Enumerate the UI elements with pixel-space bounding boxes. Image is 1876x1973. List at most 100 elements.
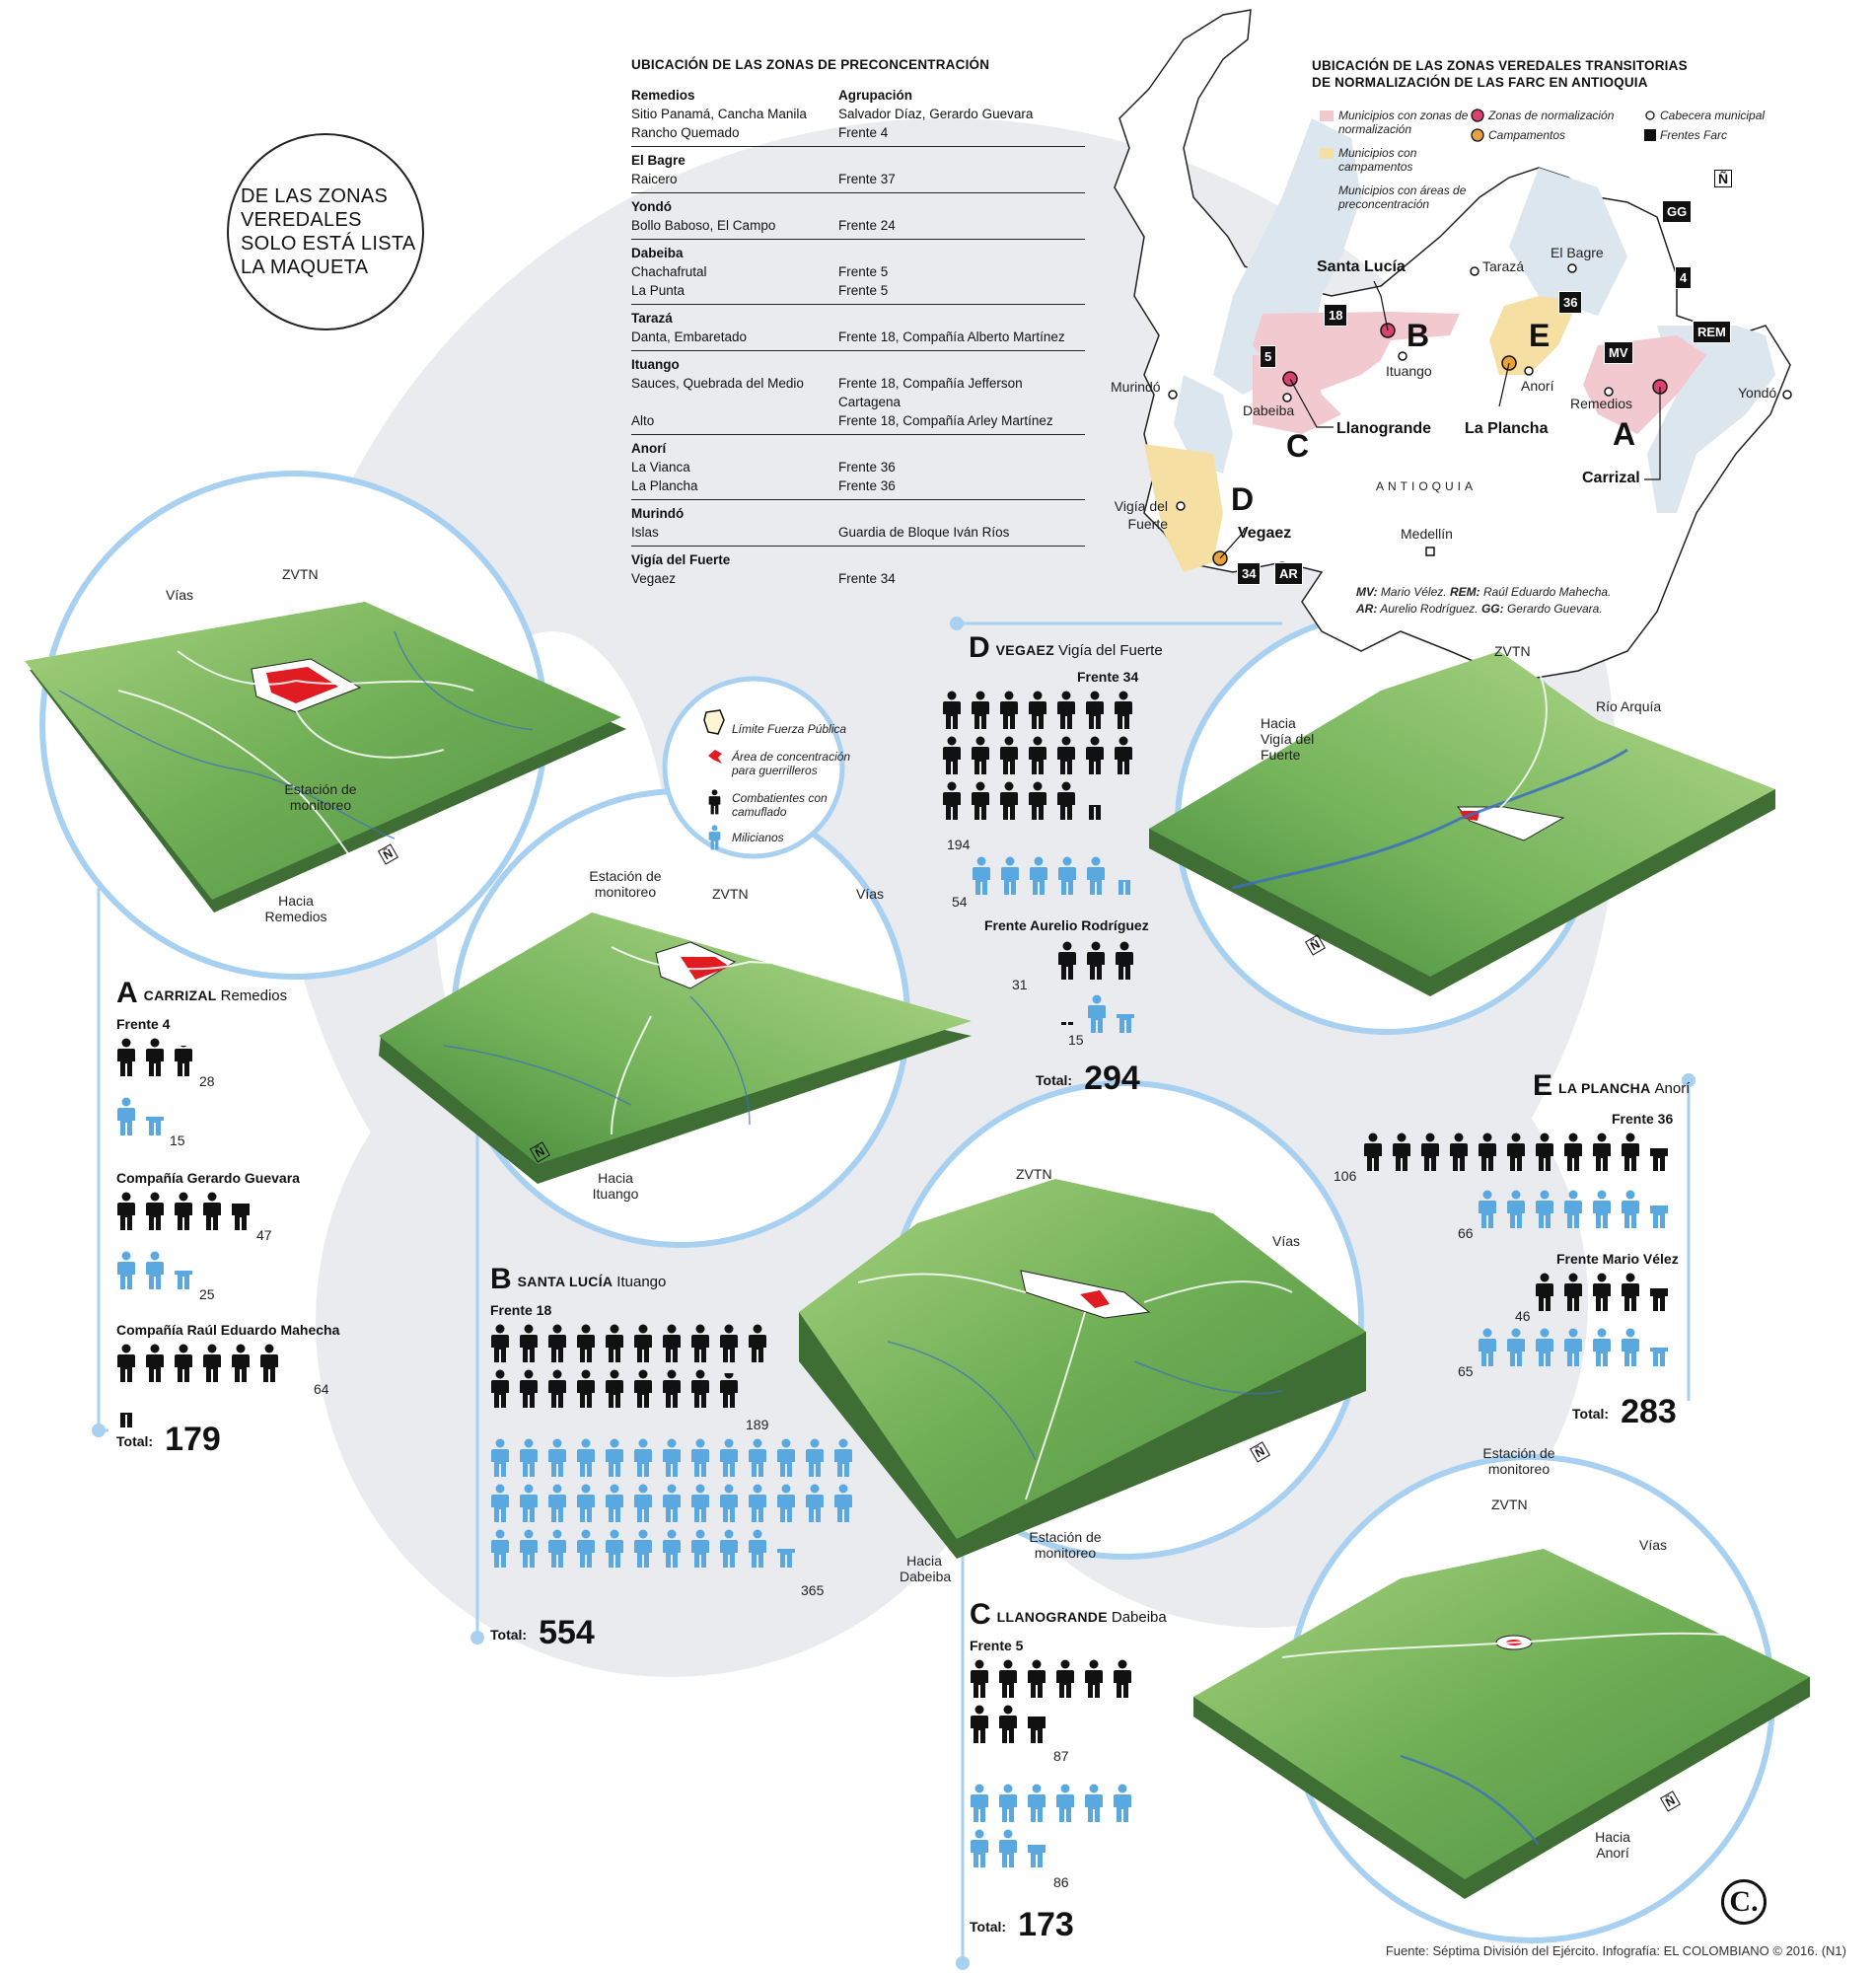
zone-e-group-2-combatant-icons [1535,1273,1683,1318]
miliciano-icon [1622,1190,1639,1228]
miliciano-icon [720,1484,738,1522]
place-dabeiba: Dabeiba [1243,402,1295,418]
miliciano-icon [1593,1328,1611,1366]
zone-d-group-1-miliciano-icons [972,856,1149,902]
combatant-icon [972,781,989,820]
zone-a-name: CARRIZAL [143,987,217,1003]
miliciano-icon [777,1484,795,1522]
miliciano-icon [999,1829,1017,1867]
miliciano-icon [720,1438,738,1477]
abbr-key-ar: AR: [1356,602,1378,616]
table-col2-header [838,244,1085,262]
combatant-legend-icon [708,789,722,820]
miliciano-icon [720,1529,738,1568]
zone-e-total-value: 283 [1621,1393,1677,1430]
concentration-area-icon [706,748,724,766]
legend-cabecera-municipal: Cabecera municipal [1660,109,1766,122]
terrain-model-c [799,1179,1366,1559]
terrain-d-hacia-vigia: Hacia Vigía del Fuerte [1261,715,1315,763]
combatant-icon [1086,691,1104,729]
zone-a-group-3-name: Compañía Raúl Eduardo Mahecha [116,1322,340,1338]
zone-e-name: LA PLANCHA [1558,1080,1651,1096]
zone-b-total-label: Total: [490,1627,528,1643]
table-cell-group: Frente 37 [838,172,896,186]
combatant-icon [1057,691,1075,729]
combatant-icon [175,1344,192,1382]
zone-e-total-label: Total: [1572,1406,1610,1422]
table-cell-location: La Punta [631,283,685,298]
map-title-line-1: UBICACIÓN DE LAS ZONAS VEREDALES TRANSIT… [1312,58,1688,73]
table-row: Raicero Frente 37 [631,170,1085,188]
map-letter-a: A [1613,416,1636,452]
combatant-icon [548,1324,566,1362]
miliciano-icon [806,1484,824,1522]
zone-d-letter: D [969,631,990,664]
combatant-icon [117,1038,135,1076]
combatant-icon [634,1324,652,1362]
terrain-c-hacia-dabeiba: Hacia Dabeiba [900,1553,952,1584]
terrain-a-hacia-remedios: Hacia Remedios [264,893,327,924]
combatant-icon [663,1369,681,1408]
terrain-c-estacion-label: Estación de monitoreo [1029,1529,1102,1561]
zone-e-group-1-miliciano-icons [1478,1190,1685,1235]
zone-label-carrizal: Carrizal [1582,470,1640,486]
terrain-a-estacion-label: Estación de monitoreo [284,781,357,813]
miliciano-icon [1507,1190,1525,1228]
place-anori: Anorí [1521,378,1554,394]
miliciano-icon [834,1484,852,1522]
zone-d-group-2-miliciano-icons [1087,994,1146,1040]
combatant-icon [606,1324,623,1362]
miliciano-icon [634,1438,652,1477]
combatant-icon [999,1659,1017,1698]
zone-b-place: Ituango [616,1274,667,1290]
zone-c-place: Dabeiba [1111,1609,1167,1626]
miliciano-icon [1650,1348,1668,1366]
table-cell-location: Raicero [631,172,678,186]
miliciano-icon [1536,1190,1553,1228]
place-vigia-del-fuerte: Vigía del Fuerte [1114,498,1168,532]
zone-c-combatant-icons [970,1659,1147,1750]
zone-d-group-1-milicianos-count: 54 [952,894,968,910]
terrain-d-zvtn-label: ZVTN [1494,643,1531,659]
combatant-icon [491,1369,509,1408]
frente-tag-36: 36 [1558,291,1583,314]
abbr-mv: Mario Vélez. [1380,585,1447,599]
zone-b-miliciano-icons [490,1438,865,1574]
zone-e-total: Total: 283 [1572,1393,1677,1431]
combatant-icon [1393,1133,1410,1171]
combatant-icon [146,1038,164,1076]
place-el-bagre: El Bagre [1551,245,1604,260]
zone-d-total-value: 294 [1084,1060,1140,1097]
zone-label-llanogrande: Llanogrande [1336,420,1432,437]
zone-c-letter: C [970,1598,991,1631]
miliciano-icon [1028,1845,1046,1867]
table-col2-header [838,197,1085,216]
headline-line-1: DE LAS ZONAS [241,185,389,207]
place-taraza: Tarazá [1482,258,1525,274]
combatant-icon [146,1192,164,1230]
combatant-icon [117,1344,135,1382]
table-cell-location: Bollo Baboso, El Campo [631,218,776,233]
miliciano-icon [577,1438,595,1477]
terrain-model-b [379,913,972,1184]
preconcentration-table: UBICACIÓN DE LAS ZONAS DE PRECONCENTRACI… [631,57,1085,592]
zone-c-miliciano-icons [970,1784,1147,1874]
miliciano-icon [491,1438,509,1477]
place-murindo: Murindó [1111,379,1161,395]
legend-area-concentracion: Área de concentración para guerrilleros [732,750,851,777]
combatant-icon [1622,1133,1639,1171]
legend-milicianos: Milicianos [732,831,784,844]
miliciano-icon [520,1529,538,1568]
combatant-icon [146,1344,164,1382]
combatant-icon [691,1369,709,1408]
miliciano-icon [971,1784,988,1822]
zone-d-total: Total:294 [1036,1060,1140,1098]
map-title: UBICACIÓN DE LAS ZONAS VEREDALES TRANSIT… [1312,57,1688,91]
terrain-a-vias-label: Vías [166,587,194,603]
table-group-header: Tarazá [631,309,1085,328]
